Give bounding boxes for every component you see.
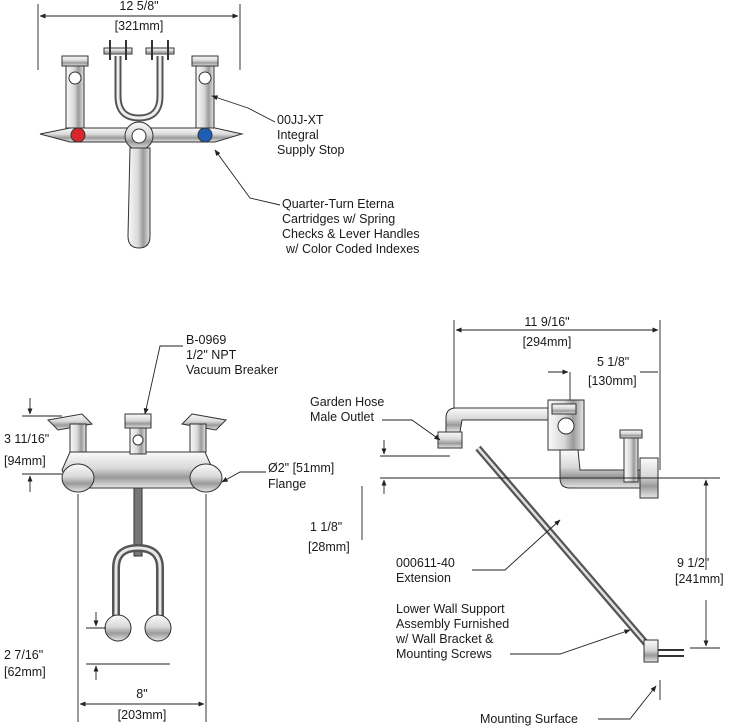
- side-spout: [445, 407, 549, 433]
- side-elbow: [559, 449, 641, 489]
- hot-index-icon: [70, 127, 86, 143]
- outlet-drop-in: 1 1/8": [310, 520, 342, 534]
- hose-outlet-line1: Garden Hose: [310, 395, 384, 409]
- left-lever-handle: [46, 413, 94, 431]
- front-view: 3 11/16" [94mm] B-0969 1/2" NPT Vacuum B…: [4, 333, 334, 722]
- side-cap: [551, 403, 577, 415]
- wall-support-line2: Assembly Furnished: [396, 617, 509, 631]
- spout-reach-mm: [294mm]: [523, 335, 572, 349]
- cold-index-icon: [197, 127, 213, 143]
- right-cartridge: [189, 423, 207, 453]
- right-inlet-flange: [144, 614, 172, 642]
- side-stop-cap: [619, 429, 643, 439]
- left-stop-cap: [61, 55, 89, 67]
- right-stop-cap: [191, 55, 219, 67]
- body-depth-in: 5 1/8": [597, 355, 629, 369]
- centers-mm: [203mm]: [118, 708, 167, 722]
- support-height-mm: [241mm]: [675, 572, 724, 586]
- flange-line2: Flange: [268, 477, 306, 491]
- overall-width-mm: [321mm]: [115, 19, 164, 33]
- right-wall-bracket: [145, 47, 175, 55]
- left-flange: [61, 463, 95, 493]
- vacuum-breaker-cap: [124, 413, 152, 429]
- supply-stop-line2: Integral: [277, 128, 319, 142]
- outlet-drop-mm: [28mm]: [308, 540, 350, 554]
- cartridge-line4: w/ Color Coded Indexes: [285, 242, 419, 256]
- wall-support-line4: Mounting Screws: [396, 647, 492, 661]
- supply-stop-line1: 00JJ-XT: [277, 113, 324, 127]
- vacuum-breaker-line2: 1/2" NPT: [186, 348, 237, 362]
- support-height-in: 9 1/2": [677, 556, 709, 570]
- cartridge-line1: Quarter-Turn Eterna: [282, 197, 394, 211]
- supply-stop-line3: Supply Stop: [277, 143, 344, 157]
- mounting-surface-label: Mounting Surface: [480, 712, 578, 726]
- centers-in: 8": [136, 687, 147, 701]
- extension-line1: 000611-40: [396, 556, 455, 570]
- body-depth-mm: [130mm]: [588, 374, 637, 388]
- left-wall-bracket: [103, 47, 133, 55]
- wall-support-line1: Lower Wall Support: [396, 602, 505, 616]
- extension-line2: Extension: [396, 571, 451, 585]
- left-inlet-flange: [104, 614, 132, 642]
- wall-support-line3: w/ Wall Bracket &: [395, 632, 494, 646]
- vacuum-breaker-line1: B-0969: [186, 333, 226, 347]
- front-riser: [133, 487, 143, 557]
- inlet-offset-mm: [62mm]: [4, 665, 46, 679]
- right-flange: [189, 463, 223, 493]
- left-cartridge: [69, 423, 87, 453]
- overall-width-in: 12 5/8": [119, 0, 158, 13]
- top-view: 12 5/8" [321mm] 00JJ-XT Integral Supply …: [37, 0, 420, 256]
- side-view: 11 9/16" [294mm] 5 1/8" [130mm] Garden H…: [308, 315, 724, 726]
- cartridge-line3: Checks & Lever Handles: [282, 227, 420, 241]
- side-stop: [623, 435, 639, 483]
- hose-outlet: [437, 431, 463, 449]
- handle-height-in: 3 11/16": [4, 432, 49, 446]
- cartridge-line2: Cartridges w/ Spring: [282, 212, 395, 226]
- right-lever-handle: [180, 413, 228, 431]
- spout-reach-in: 11 9/16": [524, 315, 569, 329]
- inlet-offset-in: 2 7/16": [4, 648, 43, 662]
- lower-wall-bracket: [643, 639, 659, 663]
- handle-height-mm: [94mm]: [4, 454, 46, 468]
- flange-line1: Ø2" [51mm]: [268, 461, 334, 475]
- vacuum-breaker-line3: Vacuum Breaker: [186, 363, 278, 377]
- spout: [127, 147, 151, 249]
- hose-outlet-line2: Male Outlet: [310, 410, 374, 424]
